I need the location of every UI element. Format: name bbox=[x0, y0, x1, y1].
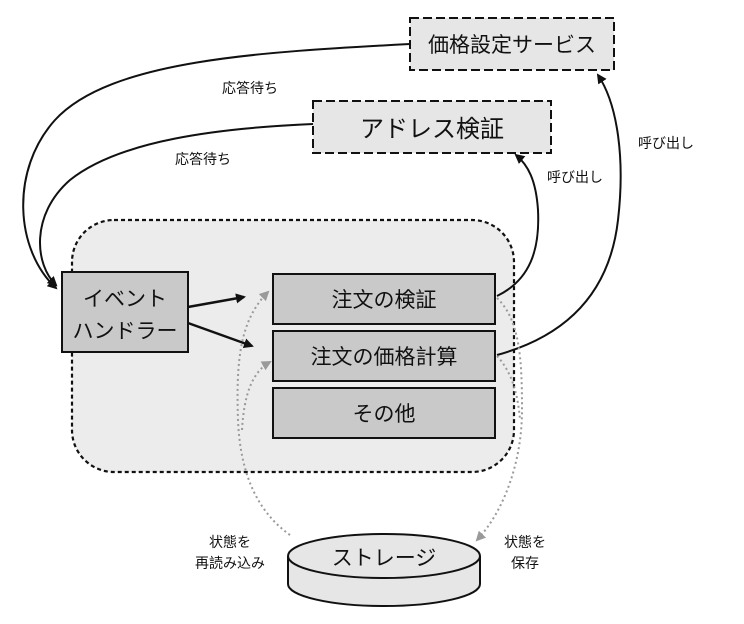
pricing-call-label: 呼び出し bbox=[638, 136, 694, 152]
order-validation-box bbox=[272, 273, 496, 325]
storage-save-branch-arrow bbox=[496, 355, 521, 421]
address-validation-box bbox=[312, 100, 552, 154]
save-label-line2: 保存 bbox=[511, 556, 539, 572]
address-call-label: 呼び出し bbox=[547, 170, 603, 186]
handler-to-validation-arrow bbox=[187, 293, 246, 309]
reload-label-line1: 状態を bbox=[209, 535, 251, 551]
other-label: その他 bbox=[353, 402, 416, 426]
save-label-line1: 状態を bbox=[504, 535, 546, 551]
event-handler-label-line2: ハンドラー bbox=[73, 319, 178, 343]
order-pricing-label: 注文の価格計算 bbox=[311, 345, 458, 369]
storage-reload-branch-arrow bbox=[241, 361, 272, 431]
pricing-response-arrow bbox=[22, 43, 411, 290]
address-response-arrow bbox=[39, 123, 314, 287]
pricing-service-label: 価格設定サービス bbox=[428, 33, 596, 57]
validation-call-address-arrow bbox=[496, 153, 540, 297]
event-handler-box bbox=[61, 271, 189, 353]
pricing-service-box bbox=[409, 17, 615, 71]
other-box bbox=[272, 387, 496, 439]
event-handler-label-line1: イベント bbox=[83, 287, 167, 311]
storage-label: ストレージ bbox=[332, 546, 437, 570]
storage-reload-arrow bbox=[236, 290, 291, 536]
order-validation-label: 注文の検証 bbox=[332, 288, 437, 312]
address-wait-label: 応答待ち bbox=[175, 151, 231, 168]
order-pricing-box bbox=[272, 330, 496, 382]
address-validation-label: アドレス検証 bbox=[360, 115, 504, 143]
pricing-wait-label: 応答待ち bbox=[222, 80, 278, 97]
handler-to-pricing-arrow bbox=[187, 321, 254, 348]
pricing-call-pricing-service-arrow bbox=[496, 73, 622, 356]
storage-cylinder bbox=[287, 533, 481, 607]
reload-label-line2: 再読み込み bbox=[195, 555, 265, 572]
storage-cylinder-top bbox=[287, 533, 481, 579]
